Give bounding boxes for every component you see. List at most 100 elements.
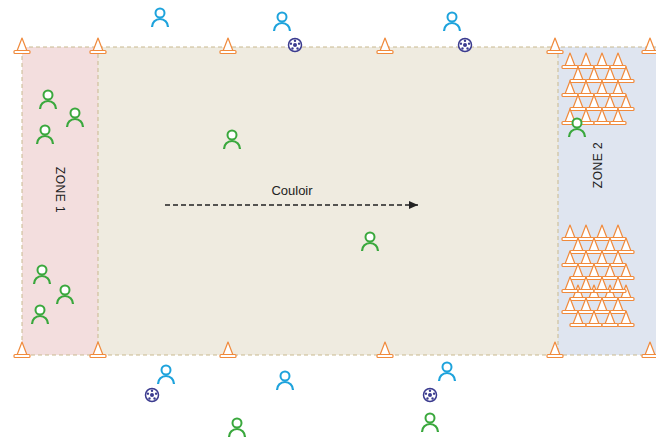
cone <box>547 38 563 54</box>
cone-body <box>645 38 655 51</box>
cone-body <box>597 81 607 94</box>
cone-base <box>642 355 656 358</box>
cone <box>618 67 634 83</box>
cone-base <box>90 355 106 358</box>
cone-base <box>618 324 634 327</box>
cone <box>562 225 578 241</box>
cone-body <box>605 95 615 108</box>
player-body <box>67 119 83 127</box>
zone-label: ZONE 2 <box>591 142 605 188</box>
ball-outline <box>459 39 472 52</box>
ball-patch <box>433 392 435 394</box>
cone <box>594 298 610 314</box>
cone-base <box>586 108 602 111</box>
cone <box>586 264 602 280</box>
ball <box>289 39 302 52</box>
cone-base <box>547 51 563 54</box>
player-head <box>61 286 70 295</box>
player-head <box>448 13 457 22</box>
cone-base <box>586 251 602 254</box>
cone-body <box>17 342 27 355</box>
field-outline <box>22 47 656 355</box>
cone-base <box>562 94 578 97</box>
cone-base <box>610 94 626 97</box>
player-head <box>38 266 47 275</box>
cone-base <box>610 290 626 293</box>
cone <box>547 342 563 358</box>
player <box>439 363 455 382</box>
cone-body <box>565 81 575 94</box>
lane-arrow <box>165 204 418 206</box>
cone <box>14 342 30 358</box>
player <box>40 91 56 110</box>
ball-patch <box>151 390 153 392</box>
cone <box>586 238 602 254</box>
cone-body <box>223 38 233 51</box>
cone-body <box>581 298 591 311</box>
cone-body <box>573 238 583 251</box>
cone-body <box>573 67 583 80</box>
cones <box>14 38 656 358</box>
ball-patch <box>468 42 470 44</box>
cone-base <box>578 290 594 293</box>
cone-body <box>573 95 583 108</box>
cone <box>642 38 656 54</box>
ball-patch <box>461 47 463 49</box>
ball <box>424 389 437 402</box>
player-body <box>224 141 240 149</box>
cone <box>602 238 618 254</box>
player-body <box>277 382 293 390</box>
player-head <box>44 91 53 100</box>
cone-body <box>565 251 575 264</box>
cone-base <box>594 122 610 125</box>
cone-base <box>570 324 586 327</box>
player <box>569 119 585 138</box>
cone-body <box>581 53 591 66</box>
zone-line <box>558 47 559 355</box>
zone-band: ZONE 2 <box>558 47 656 355</box>
cone-body <box>621 238 631 251</box>
ball-outline <box>146 389 159 402</box>
zone-line <box>98 47 99 355</box>
player-body <box>40 101 56 109</box>
cone <box>610 277 626 293</box>
cone-base <box>547 355 563 358</box>
ball-outline <box>424 389 437 402</box>
cone-base <box>578 238 594 241</box>
player <box>444 13 460 32</box>
cone-body <box>621 311 631 324</box>
player-body <box>362 243 378 251</box>
player-head <box>36 306 45 315</box>
cone <box>578 81 594 97</box>
cone-base <box>377 355 393 358</box>
zone-label: ZONE 1 <box>53 167 67 213</box>
cone <box>562 53 578 69</box>
player-head <box>573 119 582 128</box>
cone <box>570 264 586 280</box>
player-head <box>41 126 50 135</box>
ball-patch <box>464 40 466 42</box>
ball-patch <box>425 392 427 394</box>
cone-base <box>610 66 626 69</box>
player <box>67 109 83 128</box>
cone-base <box>570 80 586 83</box>
cone-base <box>14 355 30 358</box>
ball-patch <box>155 392 157 394</box>
cone-body <box>93 342 103 355</box>
cone-body <box>621 67 631 80</box>
ball-patch <box>298 42 300 44</box>
player-head <box>156 9 165 18</box>
cone-body <box>589 67 599 80</box>
cone-base <box>570 298 586 301</box>
player-head <box>281 372 290 381</box>
cone-body <box>597 251 607 264</box>
player-body <box>274 23 290 31</box>
cone-base <box>610 264 626 267</box>
ball-patch <box>153 397 155 399</box>
cone <box>570 67 586 83</box>
cone <box>602 67 618 83</box>
cone-body <box>589 264 599 277</box>
cone-base <box>586 324 602 327</box>
player-body <box>444 23 460 31</box>
